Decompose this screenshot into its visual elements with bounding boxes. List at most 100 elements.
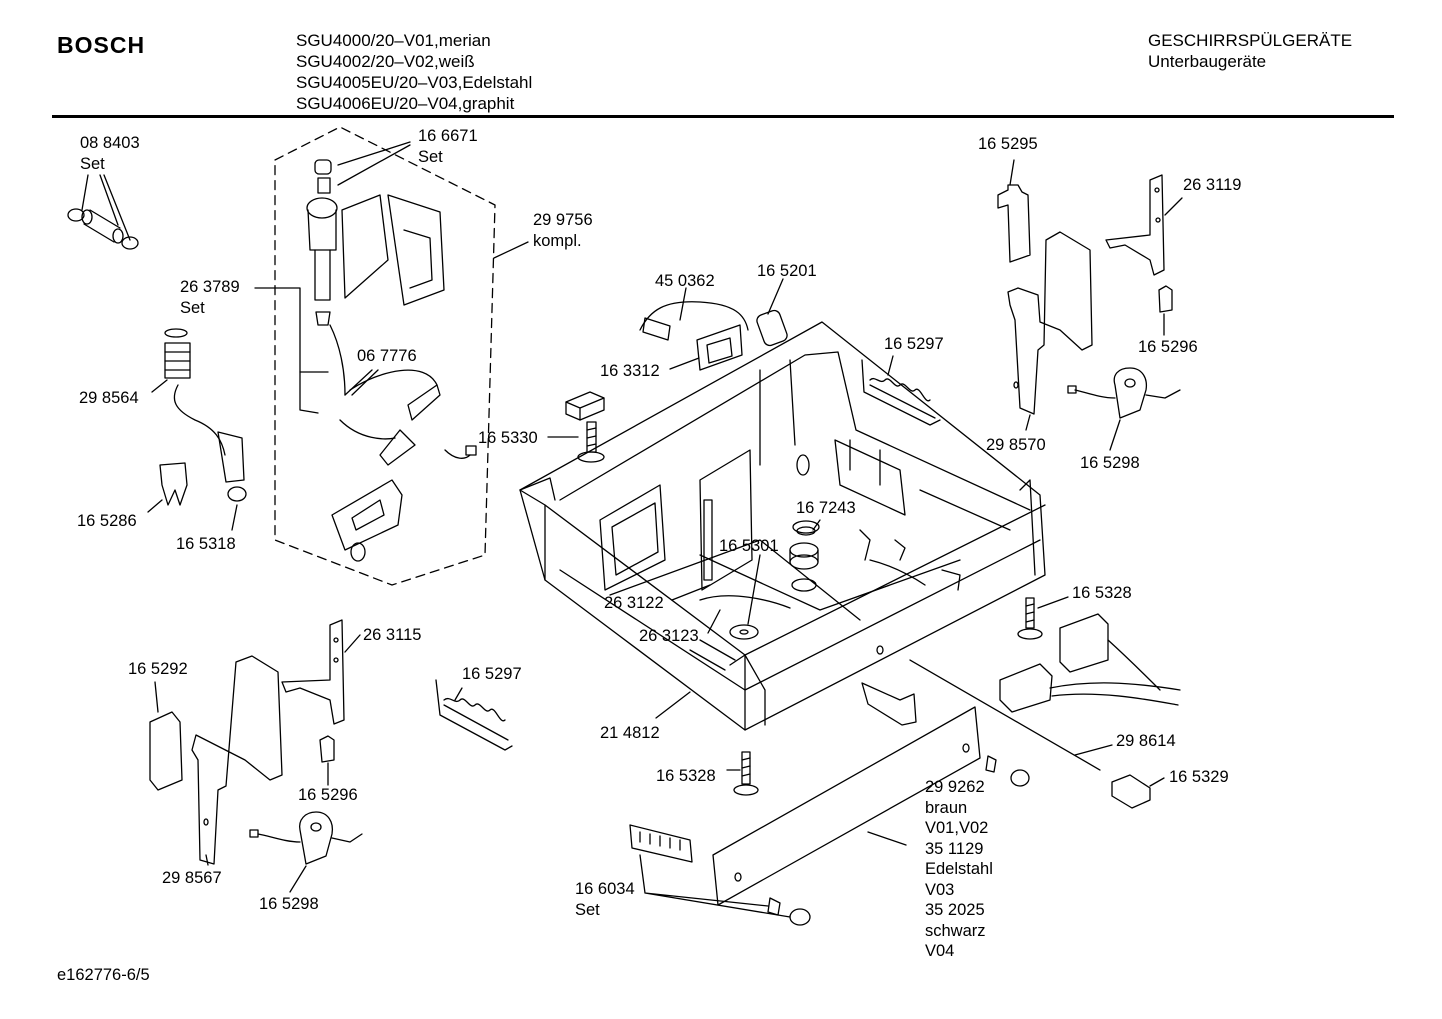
model-list: SGU4000/20–V01,merian SGU4002/20–V02,wei… — [296, 30, 532, 114]
seal-part — [789, 520, 820, 592]
part-note: V04 — [925, 942, 955, 960]
part-label-165296a: 16 5296 — [1138, 338, 1198, 356]
part-number: 35 1129 — [925, 839, 984, 858]
leader-line — [299, 369, 379, 396]
hose-sleeve-part — [67, 208, 139, 250]
part-label-450362: 45 0362 — [655, 272, 715, 290]
part-label-165328b: 16 5328 — [656, 767, 716, 785]
part-label-214812: 21 4812 — [600, 724, 660, 742]
leader-line — [1037, 596, 1069, 609]
cap-part — [1111, 774, 1151, 809]
part-label-165329: 16 5329 — [1169, 768, 1229, 786]
screw-part-d — [733, 751, 759, 796]
sensor-wire — [329, 324, 346, 396]
leader-line — [679, 287, 687, 321]
header-rule — [52, 115, 1394, 118]
leader-line — [887, 355, 894, 376]
leader-line — [747, 554, 761, 625]
bracket-29-8570 — [1007, 231, 1093, 415]
bracket-26-3119 — [1105, 174, 1165, 276]
part-number: 35 2025 — [925, 901, 985, 919]
part-label-263789: 26 3789 Set — [180, 277, 240, 318]
valve-bracket-part — [331, 479, 403, 562]
category-line: GESCHIRRSPÜLGERÄTE — [1148, 31, 1353, 50]
spacer-block-part — [565, 391, 605, 421]
bracket-16-5295 — [997, 184, 1031, 263]
part-label-165296b: 16 5296 — [298, 786, 358, 804]
wire-harness-part — [639, 301, 788, 371]
part-label-165298a: 16 5298 — [1080, 454, 1140, 472]
part-label-299756: 29 9756 kompl. — [533, 210, 593, 251]
leader-line — [655, 691, 691, 719]
part-note: Set — [418, 147, 443, 166]
document-id: e162776-6/5 — [57, 966, 150, 984]
part-note: Set — [80, 154, 105, 173]
screw-part-b — [1017, 597, 1043, 640]
leader-line — [1109, 419, 1121, 451]
leader-line — [344, 634, 361, 653]
leader-line — [1164, 197, 1183, 216]
leader-line — [1025, 414, 1031, 431]
part-label-167243: 16 7243 — [796, 499, 856, 517]
part-note: Set — [575, 900, 600, 919]
model-line: SGU4005EU/20–V03,Edelstahl — [296, 73, 533, 92]
leader-line — [1009, 159, 1015, 186]
part-label-298614: 29 8614 — [1116, 732, 1176, 750]
screw-part-c — [767, 897, 781, 916]
sensor-16-5298a — [1067, 367, 1181, 419]
cover-16-5292 — [149, 711, 183, 791]
part-note: Edelstahl — [925, 860, 993, 878]
part-number: 16 6671 — [418, 127, 478, 145]
part-label-298567: 29 8567 — [162, 869, 222, 887]
base-frame-part — [519, 321, 1046, 731]
leader-line — [147, 499, 163, 513]
float-switch-part — [699, 595, 791, 640]
cap-bump-part — [1010, 769, 1030, 787]
part-label-165292: 16 5292 — [128, 660, 188, 678]
leader-line — [1074, 744, 1113, 756]
part-note: schwarz — [925, 921, 986, 940]
part-number: 26 3789 — [180, 278, 240, 296]
part-note: braun — [925, 798, 968, 817]
part-label-165297b: 16 5297 — [462, 665, 522, 683]
small-screw-part — [985, 755, 997, 773]
bracket-26-3115 — [281, 619, 345, 725]
part-label-166034: 16 6034 Set — [575, 879, 635, 920]
part-label-163312: 16 3312 — [600, 362, 660, 380]
part-label-263123: 26 3123 — [639, 627, 699, 645]
part-note: kompl. — [533, 231, 582, 250]
water-inlet-assembly — [306, 159, 389, 326]
leader-line — [454, 687, 463, 701]
leader-line — [493, 241, 529, 259]
part-number: 16 6034 — [575, 880, 635, 898]
leader-line — [867, 831, 907, 846]
part-label-165297a: 16 5297 — [884, 335, 944, 353]
leader-line — [254, 287, 319, 414]
part-label-165328a: 16 5328 — [1072, 584, 1132, 602]
clip-16-5296b — [319, 735, 335, 763]
bracket-strip-16-6034 — [629, 824, 693, 863]
part-label-088403: 08 8403 Set — [80, 133, 140, 174]
model-line: SGU4002/20–V02,weiß — [296, 52, 475, 71]
hose-loop — [339, 369, 438, 440]
spring-part-b — [435, 679, 513, 751]
leader-line — [812, 519, 821, 531]
part-note: Set — [180, 298, 205, 317]
leader-line — [671, 584, 711, 601]
leader-line — [231, 504, 238, 531]
part-label-067776: 06 7776 — [357, 347, 417, 365]
leader-line — [669, 357, 700, 370]
part-note: V01,V02 — [925, 819, 989, 837]
part-label-165286: 16 5286 — [77, 512, 137, 530]
clip-part — [159, 462, 188, 506]
part-label-298564: 29 8564 — [79, 389, 139, 407]
rod-part — [909, 659, 1101, 771]
part-label-299262: 29 9262 braun V01,V02 35 1129 Edelstahl … — [925, 777, 993, 962]
part-number: 29 9756 — [533, 211, 593, 229]
part-label-263119: 26 3119 — [1183, 176, 1242, 194]
leader-line — [337, 141, 411, 186]
leader-line — [205, 854, 209, 866]
brand-logo: BOSCH — [57, 32, 146, 58]
connector-plug-part — [999, 613, 1181, 713]
leader-line — [707, 609, 721, 634]
